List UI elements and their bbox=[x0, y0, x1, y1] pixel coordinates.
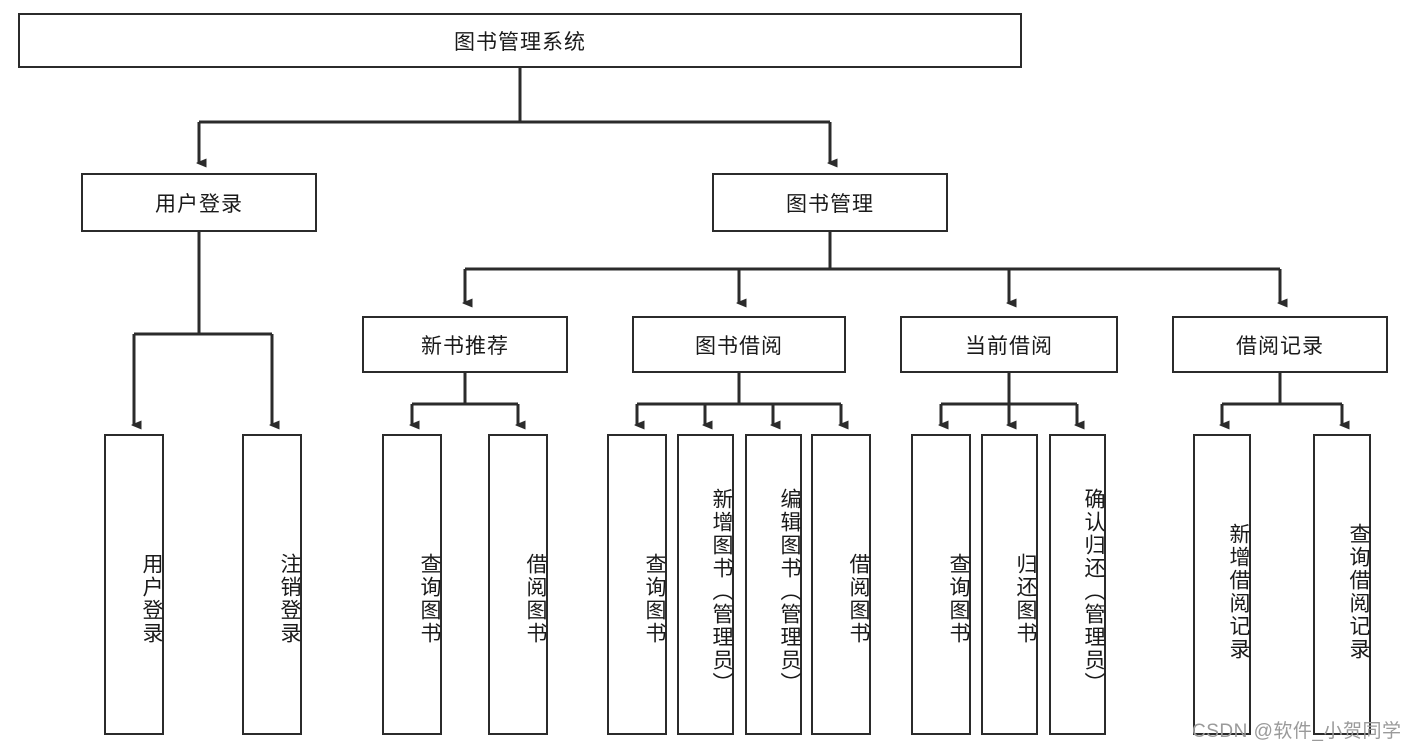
leaf-borrow-book-recommend[interactable]: 借阅图书 bbox=[488, 434, 548, 735]
leaf-query-book-current[interactable]: 查询图书 bbox=[911, 434, 971, 735]
node-book-manage[interactable]: 图书管理 bbox=[712, 173, 948, 232]
leaf-borrow-book-borrow[interactable]: 借阅图书 bbox=[811, 434, 871, 735]
leaf-query-book-borrow[interactable]: 查询图书 bbox=[607, 434, 667, 735]
node-root[interactable]: 图书管理系统 bbox=[18, 13, 1022, 68]
leaf-confirm-return-admin[interactable]: 确认归还（管理员） bbox=[1049, 434, 1106, 735]
csdn-watermark: CSDN @软件_小贺同学 bbox=[1192, 721, 1402, 742]
leaf-add-borrow-record[interactable]: 新增借阅记录 bbox=[1193, 434, 1251, 735]
leaf-return-book[interactable]: 归还图书 bbox=[981, 434, 1038, 735]
node-new-book-recommend[interactable]: 新书推荐 bbox=[362, 316, 568, 373]
node-book-borrow[interactable]: 图书借阅 bbox=[632, 316, 846, 373]
node-user-login[interactable]: 用户登录 bbox=[81, 173, 317, 232]
leaf-edit-book-admin[interactable]: 编辑图书（管理员） bbox=[745, 434, 802, 735]
leaf-user-login[interactable]: 用户登录 bbox=[104, 434, 164, 735]
leaf-logout-login[interactable]: 注销登录 bbox=[242, 434, 302, 735]
leaf-add-book-admin[interactable]: 新增图书（管理员） bbox=[677, 434, 734, 735]
node-current-borrow[interactable]: 当前借阅 bbox=[900, 316, 1118, 373]
node-borrow-record[interactable]: 借阅记录 bbox=[1172, 316, 1388, 373]
leaf-query-borrow-record[interactable]: 查询借阅记录 bbox=[1313, 434, 1371, 735]
leaf-query-book-recommend[interactable]: 查询图书 bbox=[382, 434, 442, 735]
